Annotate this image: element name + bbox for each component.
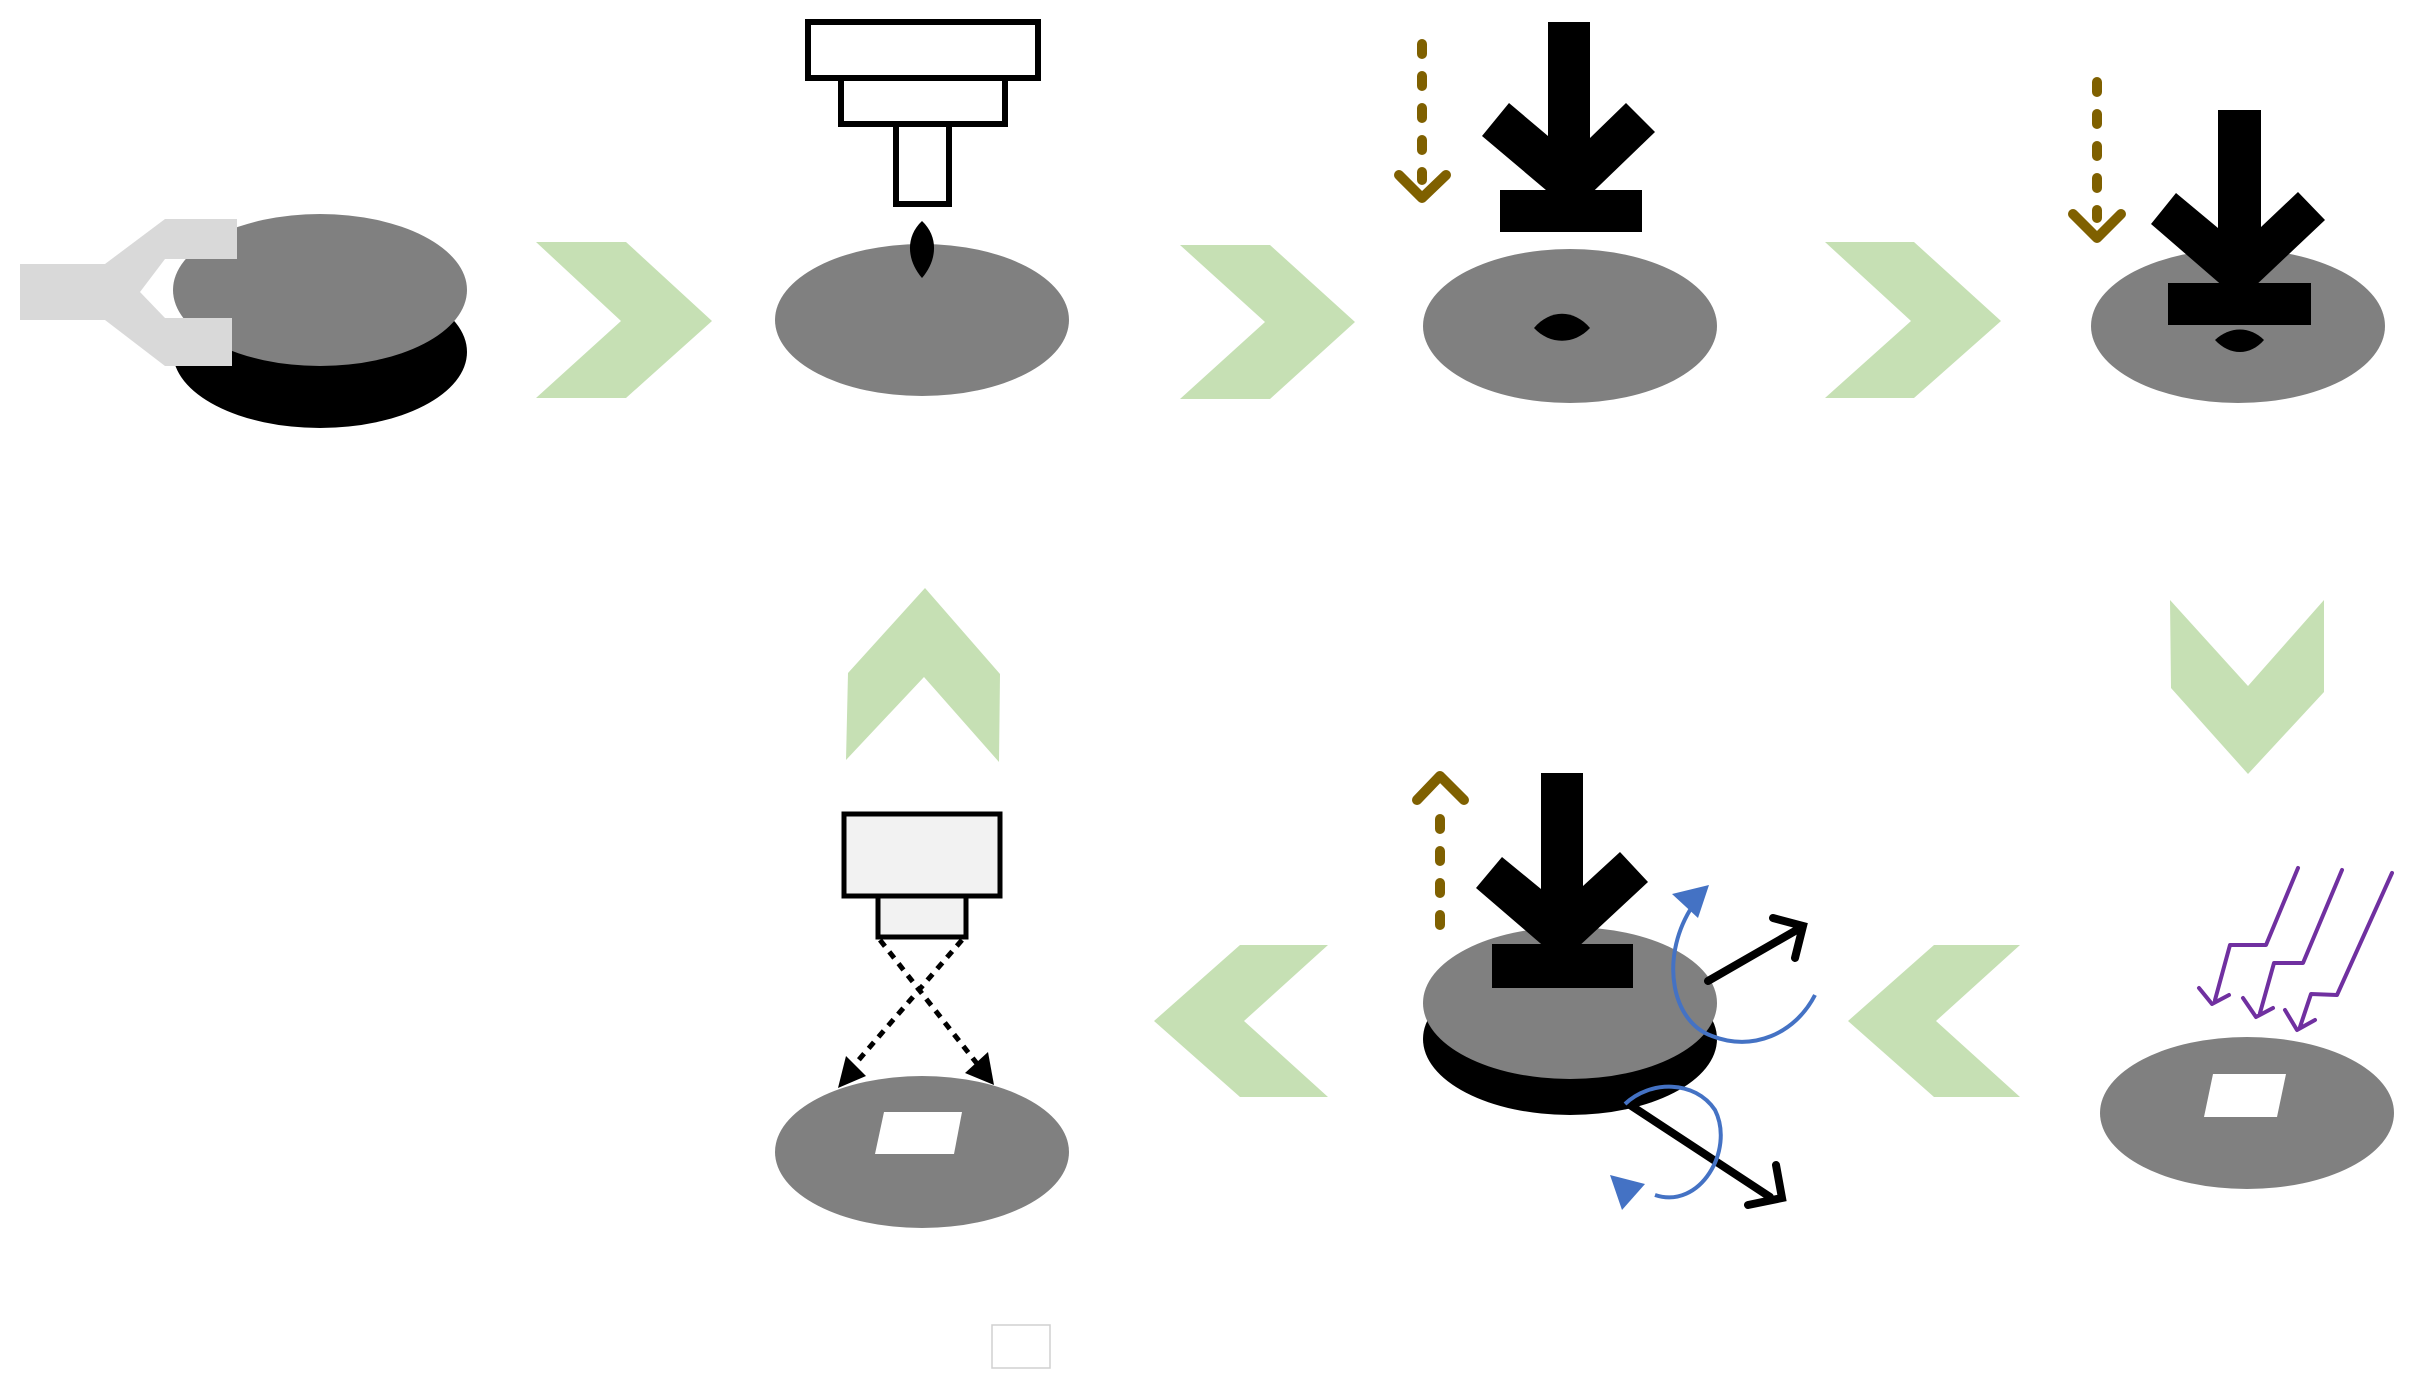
up-motion-arrowhead: [1412, 771, 1469, 805]
viewing-rays: [848, 938, 984, 1072]
empty-placeholder-box: [991, 1324, 1051, 1369]
press-arrow-icon: [1482, 22, 1655, 212]
axis-arrow-lower: [1626, 1101, 1787, 1209]
rotation-arrowhead-upper: [1672, 885, 1709, 918]
ray-arrowhead-left: [838, 1056, 866, 1088]
press-arrow-icon: [1476, 773, 1648, 962]
step-5-light-cure: [2100, 866, 2394, 1189]
stamp-icon: [2168, 283, 2311, 325]
camera-icon: [841, 811, 1003, 940]
flow-arrow-down: [2170, 600, 2324, 774]
film-patch-icon: [2204, 1074, 2286, 1117]
film-patch-icon: [875, 1112, 962, 1154]
flow-arrow-left-1: [1848, 945, 2020, 1097]
ray-arrowhead-right: [965, 1052, 994, 1085]
dispenser-icon: [805, 19, 1041, 207]
stamp-icon: [1500, 190, 1642, 232]
droplet-icon: [909, 221, 935, 278]
flow-arrow-right-2: [1180, 245, 1355, 399]
flow-arrow-up: [846, 588, 1000, 762]
substrate-disk: [775, 244, 1069, 396]
step-2-dispense-drop: [775, 19, 1069, 396]
press-arrow-icon: [2151, 110, 2325, 288]
substrate-disk: [173, 214, 467, 366]
droplet-flat-icon: [2215, 329, 2264, 352]
step-3-lower-stamp: [1394, 22, 1717, 403]
flow-arrow-left-2: [1154, 945, 1328, 1097]
step-4-press-stamp: [2068, 77, 2385, 403]
substrate-disk: [2091, 249, 2385, 403]
flow-arrow-right-1: [536, 242, 712, 398]
flow-arrow-right-3: [1825, 242, 2001, 398]
down-motion-arrowhead: [2068, 209, 2126, 243]
droplet-flat-icon: [1534, 313, 1590, 341]
stamp-icon: [1492, 944, 1633, 988]
gripper-icon: [20, 219, 237, 366]
light-icon: [2197, 866, 2394, 1032]
axis-arrow-upper: [1704, 914, 1808, 985]
down-motion-arrowhead: [1394, 170, 1451, 203]
step-7-inspect: [775, 811, 1069, 1228]
step-6-release-stamp: [1412, 771, 1817, 1210]
rotation-arrowhead-lower: [1610, 1175, 1645, 1210]
rotation-icon: [1623, 908, 1817, 1200]
step-1-place-substrate: [20, 214, 467, 428]
